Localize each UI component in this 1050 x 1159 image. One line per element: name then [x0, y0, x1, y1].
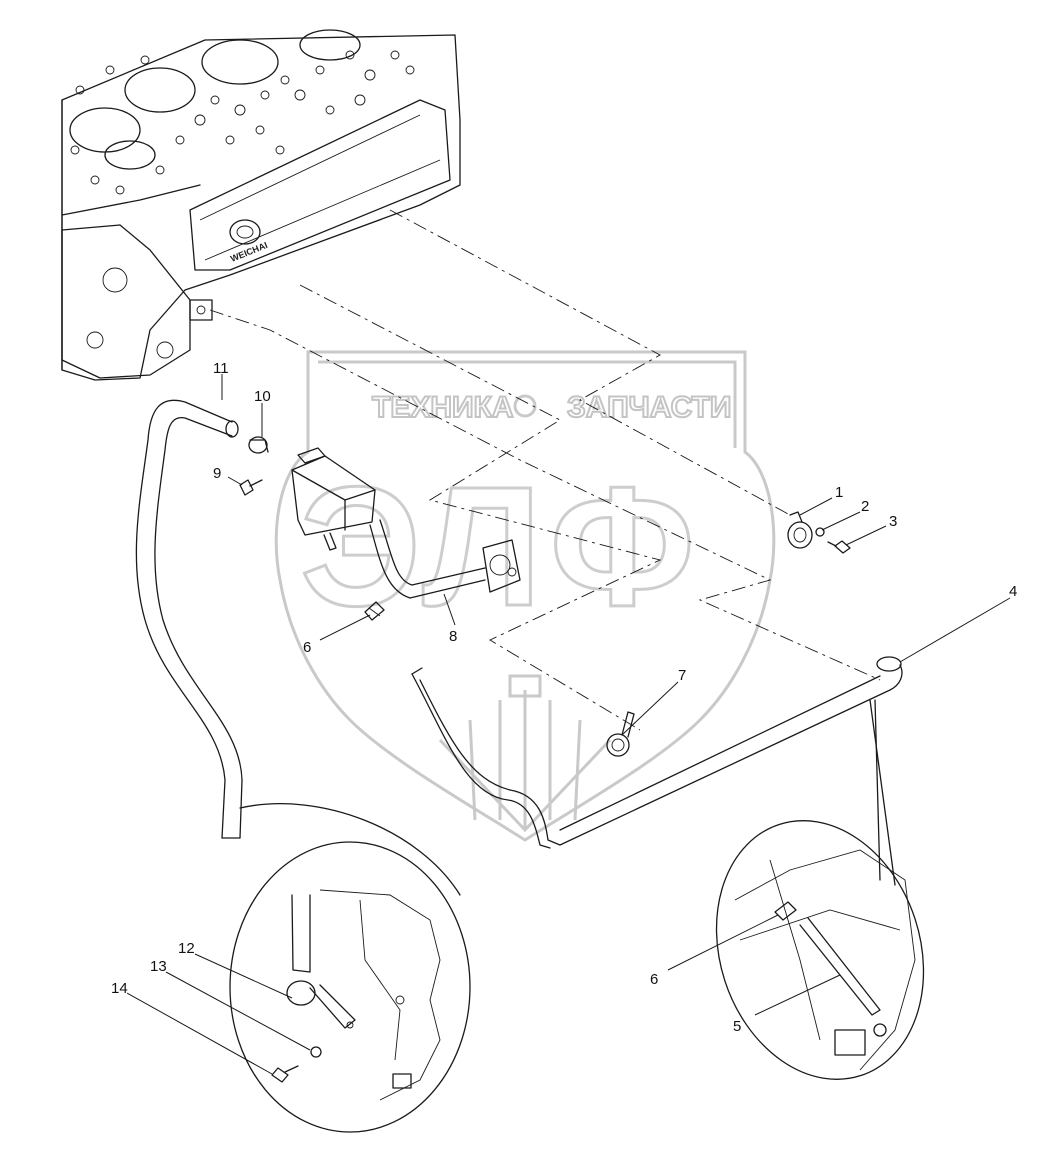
engine-block: WEICHAI — [61, 29, 461, 381]
leader-8 — [443, 593, 456, 626]
callout-1: 1 — [835, 484, 843, 501]
pipe-4 — [411, 656, 903, 849]
assembly-lines — [209, 209, 881, 731]
leader-14 — [126, 992, 273, 1075]
leader-6a — [319, 614, 371, 641]
callout-4: 4 — [1009, 583, 1017, 600]
callout-6b: 6 — [650, 971, 658, 988]
callout-6a: 6 — [303, 639, 311, 656]
bolt-9 — [239, 479, 263, 496]
watermark: ТЕХНИКА ЗАПЧАСТИ ЭЛФ — [274, 350, 776, 842]
callout-11: 11 — [213, 360, 229, 377]
bolt-3 — [827, 540, 851, 554]
leader-2 — [821, 511, 861, 531]
clamp-10 — [248, 436, 269, 454]
callout-14: 14 — [111, 980, 128, 997]
leader-6b — [667, 914, 779, 971]
oil-separator — [291, 447, 376, 551]
hose-11 — [135, 399, 243, 839]
leader-12 — [194, 953, 293, 999]
washer-2 — [815, 527, 825, 537]
detail-view-left — [229, 803, 471, 1133]
clamp-7 — [606, 711, 635, 757]
callout-2: 2 — [861, 498, 869, 515]
gear-icon — [513, 394, 537, 418]
leader-4 — [899, 597, 1011, 663]
watermark-line1-left: ТЕХНИКА — [372, 391, 514, 424]
callout-8: 8 — [449, 628, 457, 645]
leader-7 — [621, 681, 679, 736]
leader-9 — [227, 476, 243, 486]
detail-view-right — [715, 699, 925, 1080]
leader-13 — [165, 971, 311, 1051]
clamp-1 — [787, 511, 813, 549]
leader-5 — [754, 974, 841, 1016]
leader-1 — [799, 497, 833, 516]
callouts: 1 2 3 4 5 6 6 7 8 9 10 11 12 13 14 — [111, 360, 1017, 1075]
tube-8 — [369, 519, 521, 599]
wheat-icon — [438, 674, 612, 833]
fitting-6-upper — [364, 601, 385, 621]
callout-7: 7 — [678, 667, 686, 684]
callout-10: 10 — [254, 388, 271, 405]
callout-3: 3 — [889, 513, 897, 530]
callout-12: 12 — [178, 940, 195, 957]
callout-9: 9 — [213, 465, 221, 482]
watermark-line1-right: ЗАПЧАСТИ — [567, 391, 731, 424]
callout-13: 13 — [150, 958, 167, 975]
leader-3 — [845, 525, 887, 546]
callout-5: 5 — [733, 1018, 741, 1035]
